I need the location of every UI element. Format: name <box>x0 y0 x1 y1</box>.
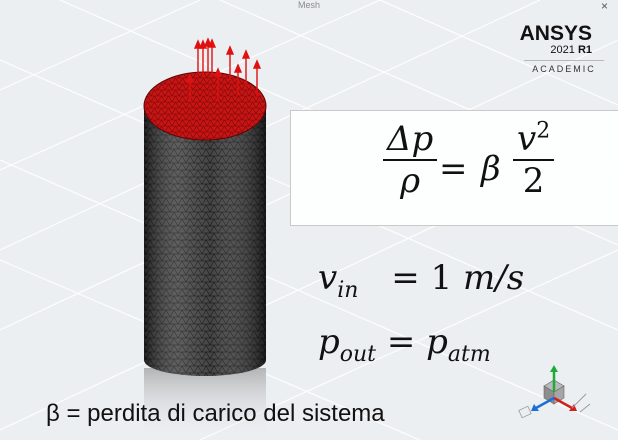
formula-box: Δp ρ = β v2 2 <box>290 110 618 226</box>
logo-brand: ANSYS <box>519 22 592 45</box>
inlet-symbol: v <box>318 258 338 298</box>
close-icon[interactable]: × <box>600 0 608 13</box>
ansys-logo: ANSYS 2021 R1 ACADEMIC <box>520 22 606 78</box>
rhs-numerator-exp: 2 <box>536 118 551 144</box>
logo-version-release: R1 <box>577 44 592 56</box>
outlet-pressure-equation: pout = patm <box>318 322 491 365</box>
velocity-arrow-icon <box>185 37 262 102</box>
inlet-face <box>143 71 267 141</box>
lhs-numerator-text: Δp <box>387 119 434 159</box>
inlet-unit: m/s <box>463 258 525 298</box>
rhs-fraction-bar <box>513 159 555 161</box>
outlet-symbol: p <box>318 322 340 362</box>
cylinder-mesh-icon[interactable] <box>130 30 280 440</box>
inlet-velocity-equation: vin = 1 m/s <box>318 258 525 301</box>
outlet-rhs-subscript: atm <box>447 341 491 367</box>
inlet-value: 1 <box>430 258 453 298</box>
inlet-subscript: in <box>337 277 359 303</box>
outlet-rhs-symbol: p <box>426 322 448 362</box>
main-equals: = <box>439 149 468 189</box>
lhs-fraction: Δp ρ <box>383 119 438 201</box>
mesh-reflection <box>144 368 266 440</box>
logo-version: 2021 R1 <box>550 44 592 56</box>
rhs-denominator: 2 <box>522 161 545 201</box>
outlet-equals: = <box>386 322 416 362</box>
cylinder-shading <box>144 106 266 376</box>
beta-coefficient: β <box>481 149 501 189</box>
logo-edition: ACADEMIC <box>532 64 596 74</box>
rhs-numerator: v2 <box>513 119 554 159</box>
window-title: Mesh <box>297 0 320 10</box>
logo-version-year: 2021 <box>550 44 575 56</box>
logo-divider <box>524 60 604 61</box>
lhs-fraction-bar <box>383 159 438 161</box>
inlet-equals: = <box>391 258 420 298</box>
caption-text: β = perdita di carico del sistema <box>46 400 385 427</box>
lhs-denominator: ρ <box>400 161 421 201</box>
outlet-subscript: out <box>339 341 377 367</box>
rhs-fraction: v2 2 <box>513 119 555 201</box>
axis-triad-icon[interactable] <box>514 364 594 428</box>
lhs-numerator: Δp <box>383 119 437 159</box>
rhs-numerator-base: v <box>517 119 537 159</box>
